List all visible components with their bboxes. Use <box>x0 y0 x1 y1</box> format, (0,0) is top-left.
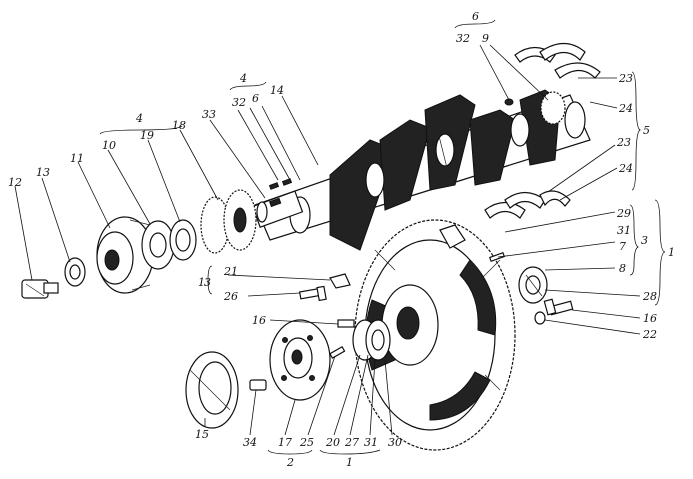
pin-34 <box>249 379 267 391</box>
bearing-28 <box>518 266 548 304</box>
bearing-rings-20-27-31-30 <box>352 319 391 361</box>
label-16-left: 16 <box>252 314 266 327</box>
label-10: 10 <box>102 139 116 152</box>
washer-22 <box>534 311 546 325</box>
seal-15 <box>185 351 239 429</box>
label-1-left: 1 <box>198 276 205 289</box>
label-3-right: 3 <box>641 234 648 247</box>
bearing-shells-lower <box>484 190 571 219</box>
flywheel-housing-bracket-29 <box>439 224 466 249</box>
label-31-right: 31 <box>617 224 631 237</box>
crankshaft <box>251 89 591 251</box>
dowel-pin-7 <box>488 251 506 263</box>
label-29: 29 <box>616 207 631 220</box>
bolt-16-right <box>543 298 574 316</box>
label-33: 33 <box>202 108 216 121</box>
label-15: 15 <box>195 428 209 441</box>
label-2: 2 <box>286 456 294 469</box>
bolt-16-left <box>337 319 355 328</box>
label-19: 19 <box>140 129 154 142</box>
label-6-mid: 6 <box>252 92 259 105</box>
label-24-top: 24 <box>618 102 633 115</box>
label-3-left: 3 <box>204 276 211 289</box>
label-22: 22 <box>642 328 657 341</box>
label-28: 28 <box>642 290 657 303</box>
label-4-mid: 4 <box>239 72 247 85</box>
lock-washer-21 <box>329 273 351 289</box>
label-14: 14 <box>270 84 284 97</box>
label-12: 12 <box>8 176 22 189</box>
label-17: 17 <box>278 436 292 449</box>
label-6-top: 6 <box>472 10 479 23</box>
label-11: 11 <box>70 152 84 165</box>
label-9: 9 <box>482 32 489 45</box>
bearing-shells-upper <box>504 42 601 125</box>
label-5: 5 <box>643 124 650 137</box>
label-23-top: 23 <box>618 72 633 85</box>
label-31-bottom: 31 <box>364 436 378 449</box>
label-16-right: 16 <box>643 312 657 325</box>
brackets <box>99 19 666 455</box>
label-1-right: 1 <box>668 246 675 259</box>
bolt-26 <box>298 285 327 302</box>
washer-13 <box>64 257 86 287</box>
label-1-bottom: 1 <box>346 456 353 469</box>
label-8: 8 <box>619 262 626 275</box>
label-32-mid: 32 <box>232 96 246 109</box>
label-34: 34 <box>243 436 257 449</box>
oil-seal-ring <box>169 219 197 261</box>
label-27: 27 <box>344 436 359 449</box>
label-32-top: 32 <box>456 32 470 45</box>
timing-gear <box>200 189 257 254</box>
hub-17 <box>269 319 331 401</box>
ratchet-bolt-12 <box>21 279 59 299</box>
crankshaft-pulley <box>96 216 154 294</box>
label-23-mid: 23 <box>616 136 631 149</box>
label-20: 20 <box>325 436 340 449</box>
flywheel <box>354 219 516 451</box>
keys-32-6 <box>268 178 293 208</box>
label-30: 30 <box>388 436 402 449</box>
label-21: 21 <box>223 265 238 278</box>
label-13: 13 <box>36 166 50 179</box>
label-24-mid: 24 <box>618 162 633 175</box>
pulley-hub <box>141 220 175 270</box>
label-25: 25 <box>299 436 314 449</box>
label-4-left: 4 <box>135 112 143 125</box>
leader-lines <box>14 44 641 436</box>
part-labels: 12 13 11 10 19 18 4 33 4 32 6 14 6 32 9 … <box>8 10 675 469</box>
stud-25 <box>329 345 346 359</box>
label-7: 7 <box>619 240 626 253</box>
label-18: 18 <box>172 119 186 132</box>
label-26: 26 <box>223 290 238 303</box>
